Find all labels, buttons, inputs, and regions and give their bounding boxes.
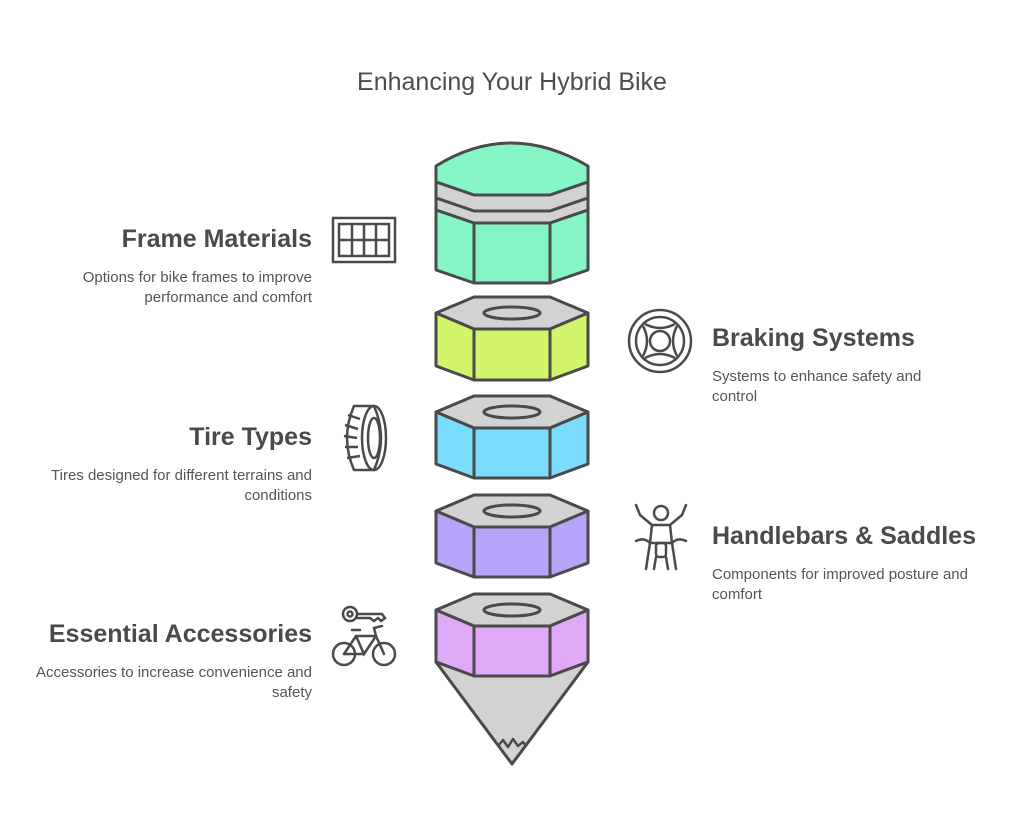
essential-accessories-description: Accessories to increase convenience and …: [36, 664, 312, 701]
pencil-cap: [434, 141, 590, 285]
braking-systems-heading: Braking Systems: [712, 324, 915, 352]
pencil-tip: [434, 660, 590, 766]
essential-accessories-block: Essential Accessories Accessories to inc…: [12, 620, 312, 703]
tire-types-heading: Tire Types: [189, 423, 312, 451]
essential-accessories-heading: Essential Accessories: [48, 620, 312, 648]
frame-materials-description: Options for bike frames to improve perfo…: [82, 269, 312, 306]
pencil-segment-accessories: [434, 592, 590, 678]
tire-icon: [343, 404, 388, 472]
handlebars-saddles-heading: Handlebars & Saddles: [712, 522, 976, 550]
pencil-segment-handlebars: [434, 493, 590, 579]
handlebars-saddles-block: Handlebars & Saddles Components for impr…: [712, 522, 982, 605]
pencil-segment-frame-materials: [434, 295, 590, 382]
handlebars-saddles-description: Components for improved posture and comf…: [712, 566, 968, 603]
braking-systems-description: Systems to enhance safety and control: [712, 368, 922, 405]
tire-types-description: Tires designed for different terrains an…: [51, 467, 312, 504]
bike-key-icon: [331, 605, 397, 667]
brake-disc-icon: [627, 308, 693, 374]
pencil-segment-tire-types: [434, 394, 590, 480]
grid-window-icon: [331, 216, 397, 264]
rider-icon: [634, 503, 688, 571]
frame-materials-heading: Frame Materials: [121, 225, 312, 253]
diagram-title: Enhancing Your Hybrid Bike: [357, 68, 667, 96]
frame-materials-block: Frame Materials Options for bike frames …: [12, 225, 312, 308]
braking-systems-block: Braking Systems Systems to enhance safet…: [712, 324, 962, 407]
tire-types-block: Tire Types Tires designed for different …: [32, 423, 312, 506]
